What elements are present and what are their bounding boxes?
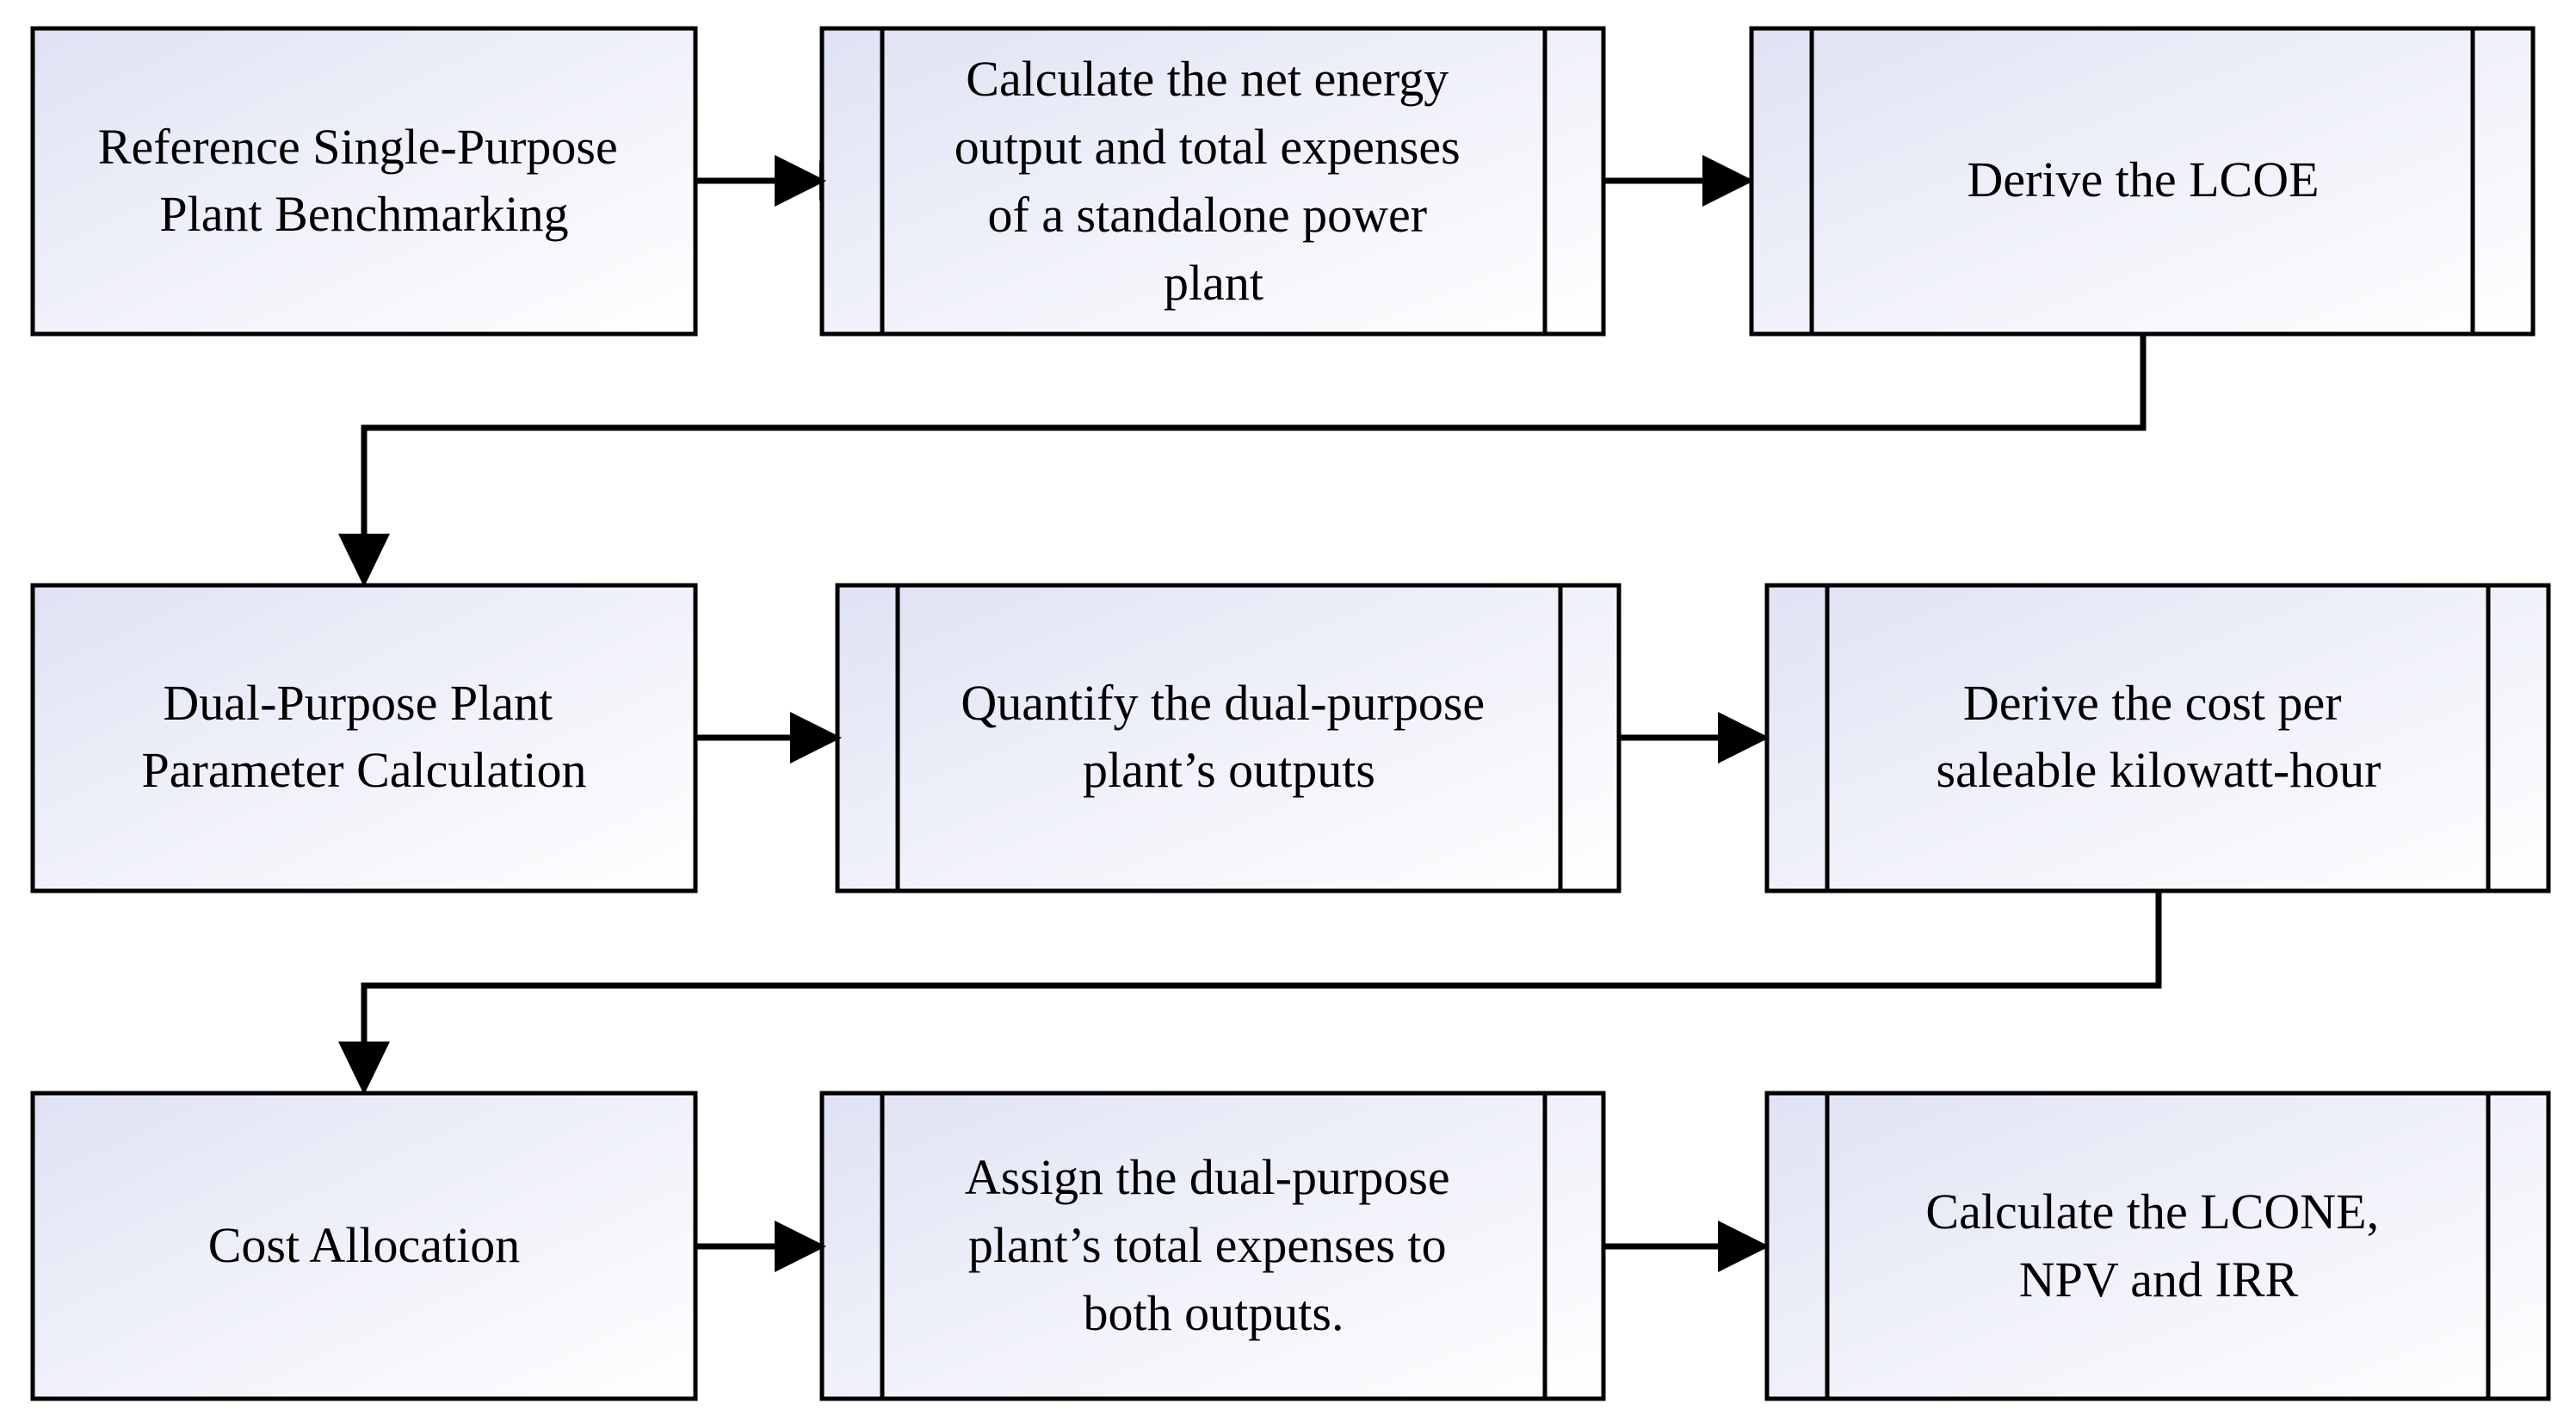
- arrowhead: [338, 534, 390, 587]
- step-box-lcoe: Derive the LCOE: [1749, 26, 2536, 337]
- step-box-net-energy: Calculate the net energy output and tota…: [819, 26, 1606, 337]
- step-box-quantify: Quantify the dual-purpose plant’s output…: [835, 583, 1622, 893]
- arrowhead: [1718, 712, 1770, 763]
- arrowhead: [775, 155, 826, 207]
- process-box-label: Cost Allocation: [208, 1217, 521, 1273]
- step-box-label: Calculate the LCONE, NPV and IRR: [1925, 1184, 2391, 1307]
- process-box-cost-allocation: Cost Allocation: [30, 1091, 698, 1401]
- connector-row2-row3: [361, 891, 2162, 1042]
- row-2: Dual-Purpose Plant Parameter Calculation…: [30, 583, 2551, 893]
- step-box-label: Derive the cost per saleable kilowatt-ho…: [1937, 675, 2381, 798]
- process-box-label: Reference Single-Purpose Plant Benchmark…: [98, 119, 630, 242]
- row-3: Cost Allocation Assign the dual-purpose …: [30, 1091, 2551, 1401]
- arrowhead: [790, 712, 842, 763]
- step-box-label: Derive the LCOE: [1967, 151, 2319, 207]
- process-box-benchmarking: Reference Single-Purpose Plant Benchmark…: [30, 26, 698, 337]
- step-box-lcone-npv-irr: Calculate the LCONE, NPV and IRR: [1764, 1091, 2551, 1401]
- step-box-label: Calculate the net energy output and tota…: [954, 51, 1473, 311]
- process-box-dual-purpose: Dual-Purpose Plant Parameter Calculation: [30, 583, 698, 893]
- row-1: Reference Single-Purpose Plant Benchmark…: [30, 26, 2536, 337]
- arrowhead: [1718, 1221, 1770, 1272]
- step-box-label: Assign the dual-purpose plant’s total ex…: [965, 1149, 1462, 1341]
- arrowheads: [338, 155, 1770, 1272]
- step-box-label: Quantify the dual-purpose plant’s output…: [961, 675, 1497, 798]
- step-box-assign-expenses: Assign the dual-purpose plant’s total ex…: [819, 1091, 1606, 1401]
- step-box-cost-per-kwh: Derive the cost per saleable kilowatt-ho…: [1764, 583, 2551, 893]
- process-box-label: Dual-Purpose Plant Parameter Calculation: [142, 675, 587, 798]
- arrowhead: [1702, 155, 1754, 207]
- arrowhead: [775, 1221, 826, 1272]
- connector-row1-row2: [361, 334, 2147, 534]
- arrowhead: [338, 1042, 390, 1095]
